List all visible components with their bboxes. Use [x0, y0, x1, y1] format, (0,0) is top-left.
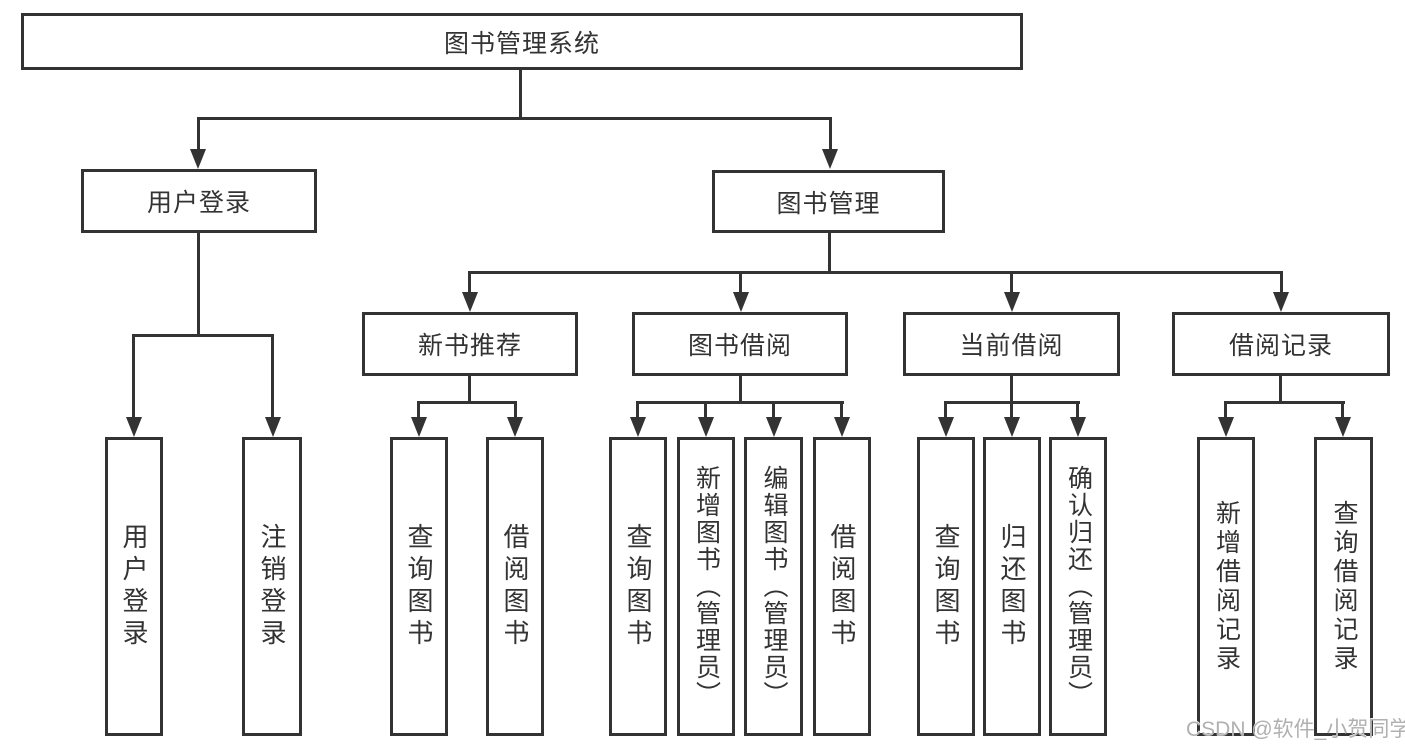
node-borrowing-records: 借阅记录 [1172, 312, 1390, 376]
node-label: 借阅记录 [1228, 332, 1333, 360]
connector-line [197, 233, 200, 337]
node-query-books-1: 查询图书 [390, 437, 448, 736]
node-label: 查询图书 [404, 522, 434, 651]
arrowhead-down-icon [1004, 292, 1020, 312]
connector-line [739, 376, 742, 404]
node-label: 图书借阅 [687, 332, 792, 360]
connector-line [468, 376, 471, 404]
arrowhead-down-icon [126, 417, 142, 437]
node-query-books-2: 查询图书 [609, 437, 667, 736]
connector-line [944, 401, 947, 418]
node-label: 注销登录 [257, 522, 287, 651]
node-add-books-admin: 新增图书（管理员） [677, 437, 735, 736]
node-label: 查询借阅记录 [1330, 499, 1358, 674]
node-label: 借阅图书 [500, 522, 530, 651]
connector-line [197, 117, 200, 150]
node-logout: 注销登录 [242, 437, 302, 736]
connector-line [828, 233, 831, 274]
connector-line [197, 117, 832, 120]
connector-line [1280, 271, 1283, 294]
arrowhead-down-icon [630, 417, 646, 437]
connector-line [1341, 401, 1344, 418]
node-label: 归还图书 [997, 522, 1027, 651]
arrowhead-down-icon [834, 417, 850, 437]
arrowhead-down-icon [1218, 417, 1234, 437]
connector-line [1076, 401, 1079, 418]
node-label: 当前借阅 [959, 332, 1064, 360]
node-user-login: 用户登录 [81, 169, 317, 233]
connector-line [514, 401, 517, 418]
connector-line [132, 334, 135, 418]
arrowhead-down-icon [733, 292, 749, 312]
node-library-management-system: 图书管理系统 [21, 13, 1023, 70]
connector-line [840, 401, 843, 418]
node-user-login-leaf: 用户登录 [105, 437, 163, 736]
arrowhead-down-icon [938, 417, 954, 437]
arrowhead-down-icon [411, 417, 427, 437]
node-current-borrowing: 当前借阅 [903, 312, 1120, 376]
connector-line [636, 401, 639, 418]
node-label: 借阅图书 [827, 522, 857, 651]
node-label: 查询图书 [623, 522, 653, 651]
node-query-borrow-record: 查询借阅记录 [1314, 437, 1373, 736]
connector-line [132, 334, 274, 337]
arrowhead-down-icon [822, 149, 838, 169]
node-return-books: 归还图书 [983, 437, 1041, 736]
connector-line [1010, 376, 1013, 404]
node-borrow-books-1: 借阅图书 [486, 437, 544, 736]
arrowhead-down-icon [1335, 417, 1351, 437]
node-add-borrow-record: 新增借阅记录 [1197, 437, 1255, 736]
csdn-watermark: CSDN @软件_小贺同学 [1186, 718, 1405, 741]
arrowhead-down-icon [507, 417, 523, 437]
node-borrow-books-2: 借阅图书 [813, 437, 871, 736]
connector-line [704, 401, 707, 418]
arrowhead-down-icon [462, 292, 478, 312]
connector-line [519, 70, 522, 120]
node-confirm-return-admin: 确认归还（管理员） [1049, 437, 1107, 736]
node-label: 用户登录 [119, 522, 149, 651]
node-book-borrowing: 图书借阅 [632, 312, 848, 376]
connector-line [417, 401, 420, 418]
arrowhead-down-icon [698, 417, 714, 437]
connector-line [1224, 401, 1227, 418]
node-new-book-recommend: 新书推荐 [362, 312, 578, 376]
arrowhead-down-icon [190, 149, 206, 169]
node-label: 编辑图书（管理员） [760, 465, 788, 708]
arrowhead-down-icon [766, 417, 782, 437]
node-label: 新增图书（管理员） [692, 465, 721, 708]
connector-line [1010, 271, 1013, 294]
connector-line [829, 117, 832, 150]
node-label: 图书管理 [776, 189, 881, 218]
arrowhead-down-icon [1004, 417, 1020, 437]
connector-line [1224, 401, 1345, 404]
connector-line [739, 271, 742, 294]
node-edit-books-admin: 编辑图书（管理员） [744, 437, 803, 736]
node-label: 新增借阅记录 [1212, 499, 1241, 674]
connector-line [468, 271, 1283, 274]
connector-line [468, 271, 471, 294]
connector-line [1010, 401, 1013, 418]
connector-line [636, 401, 844, 404]
node-query-books-3: 查询图书 [917, 437, 975, 736]
connector-line [772, 401, 775, 418]
node-label: 确认归还（管理员） [1064, 465, 1093, 708]
node-label: 图书管理系统 [443, 29, 600, 58]
node-label: 用户登录 [146, 189, 251, 217]
connector-line [1279, 376, 1282, 404]
node-label: 新书推荐 [417, 332, 522, 360]
connector-line [271, 334, 274, 418]
node-book-management: 图书管理 [712, 170, 945, 233]
node-label: 查询图书 [931, 522, 961, 651]
arrowhead-down-icon [1070, 417, 1086, 437]
connector-line [417, 401, 517, 404]
arrowhead-down-icon [265, 417, 281, 437]
arrowhead-down-icon [1273, 292, 1289, 312]
